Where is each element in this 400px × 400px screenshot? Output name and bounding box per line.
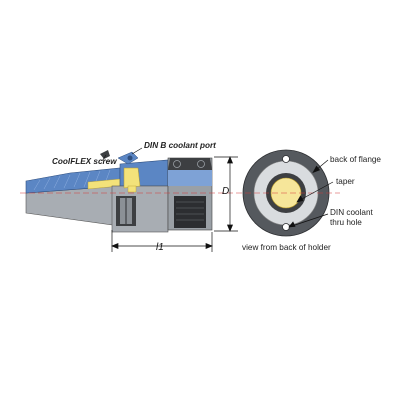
taper-label: taper <box>336 177 355 186</box>
dimension-d-label: D <box>222 186 229 197</box>
nut-thread-lines <box>176 201 204 221</box>
view-caption: view from back of holder <box>242 243 331 252</box>
coolant-thru-hole-icon <box>282 155 290 163</box>
nut-bolt-icon <box>173 160 181 168</box>
nut-lower <box>174 196 206 228</box>
coolant-port-block <box>123 167 141 189</box>
din-b-coolant-port-label: DIN B coolant port <box>144 141 216 150</box>
coolant-thru-hole-icon-bottom <box>282 223 290 231</box>
coolflex-leader <box>101 154 107 162</box>
back-view-arrows <box>288 159 334 228</box>
nut-inner-band <box>168 170 212 186</box>
din-b-screw-icon <box>117 151 139 165</box>
side-view: D l1 CoolFLEX screw DIN B coolant port <box>20 141 238 253</box>
dimension-d <box>214 156 238 232</box>
coolant-port-stem <box>127 185 137 193</box>
dimension-l1-label: l1 <box>156 242 164 253</box>
din-b-leader <box>131 147 143 155</box>
back-view: back of flange taper DIN coolant thru ho… <box>236 149 381 252</box>
din-coolant-label-line2: thru hole <box>330 218 362 227</box>
coolflex-screw-icon <box>100 150 110 159</box>
back-of-flange-label: back of flange <box>330 155 381 164</box>
coolflex-screw-label: CoolFLEX screw <box>52 157 117 166</box>
nut-bolt-icon-2 <box>197 160 205 168</box>
dimension-l1 <box>111 230 213 252</box>
din-coolant-label-line1: DIN coolant <box>330 208 374 217</box>
